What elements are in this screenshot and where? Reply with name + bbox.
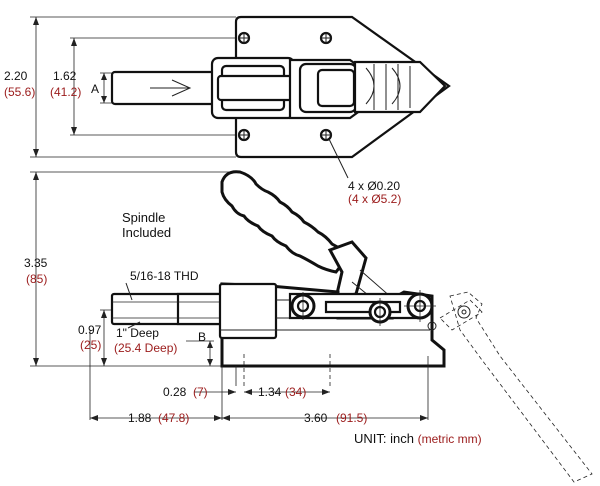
handle-grip (220, 170, 353, 274)
dim-b-letter: B (198, 330, 206, 344)
side-base (220, 282, 446, 368)
hole-callout-metric: (4 x Ø5.2) (348, 192, 401, 206)
hole-callout-leader (328, 138, 349, 179)
dim-spindle-center-metric: (25) (80, 338, 101, 352)
dim-base-length-metric: (91.5) (336, 411, 367, 425)
pivot-icon (290, 292, 471, 331)
dim-a-letter: A (91, 82, 99, 96)
dim-spindle-center-label: 0.97 (78, 323, 102, 337)
top-view (30, 15, 451, 179)
dim-hole-spacing-metric: (34) (285, 385, 306, 399)
dim-base-edge-label: 0.28 (163, 385, 187, 399)
unit-legend-metric: (metric mm) (418, 432, 482, 446)
dim-overall-height-side-label: 3.35 (24, 256, 48, 270)
thread-depth-metric: (25.4 Deep) (114, 341, 177, 355)
dim-base-length-label: 3.60 (304, 411, 328, 425)
dim-base-edge-metric: (7) (193, 385, 208, 399)
dim-spindle-travel-label: 1.88 (128, 411, 152, 425)
unit-legend: UNIT: inch (metric mm) (354, 431, 482, 446)
retracted-handle-outline (449, 291, 593, 483)
thread-depth-label: 1" Deep (116, 326, 159, 340)
spindle-note-line2: Included (122, 225, 171, 240)
spindle-note-line1: Spindle (122, 210, 165, 225)
dim-overall-height-top-label: 2.20 (4, 69, 28, 83)
dim-spindle-height-label: 1.62 (53, 69, 77, 83)
hole-callout-label: 4 x Ø0.20 (348, 179, 400, 193)
mounting-hole-icon (237, 31, 333, 142)
dim-overall-height-top-metric: (55.6) (4, 85, 35, 99)
dim-spindle-travel-metric: (47.8) (158, 411, 189, 425)
unit-legend-prefix: UNIT: inch (354, 431, 418, 446)
dim-overall-height-side-metric: (85) (26, 272, 47, 286)
dim-spindle-height-metric: (41.2) (50, 85, 81, 99)
side-guide-block (218, 282, 278, 340)
dim-hole-spacing-label: 1.34 (258, 385, 282, 399)
thread-spec-label: 5/16-18 THD (130, 269, 199, 283)
side-view (30, 170, 593, 483)
